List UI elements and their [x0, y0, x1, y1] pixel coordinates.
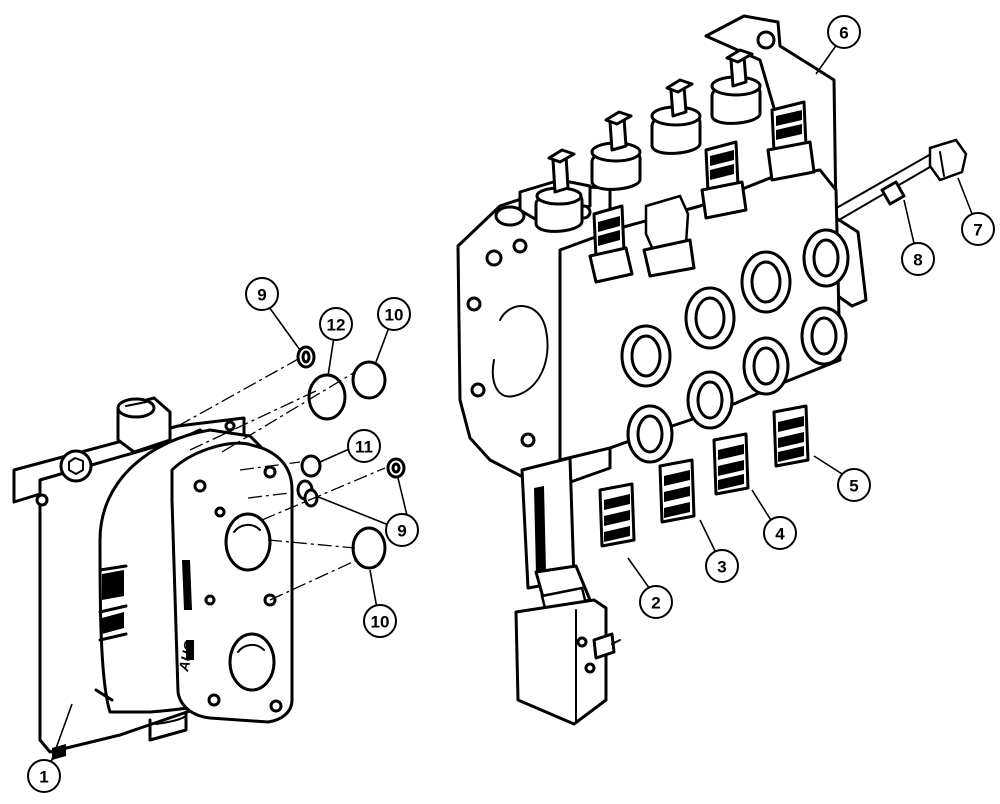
relief-fittings [588, 100, 816, 284]
o-ring-11 [300, 454, 322, 478]
callout-9-lower: 9 [385, 513, 419, 547]
callout-8: 8 [901, 242, 935, 276]
alignment-lines [177, 357, 386, 601]
o-ring-12 [307, 373, 347, 421]
callout-9-upper: 9 [245, 277, 279, 311]
callout-5: 5 [837, 468, 871, 502]
callout-3: 3 [705, 549, 739, 583]
callout-10-upper: 10 [377, 297, 411, 331]
svg-text:3: 3 [717, 558, 726, 577]
svg-text:9: 9 [257, 286, 266, 305]
port-cover-plate: AUG [170, 441, 294, 724]
svg-text:7: 7 [973, 221, 982, 240]
svg-text:12: 12 [327, 316, 346, 335]
callouts: 1 2 3 4 5 6 7 8 9 9 10 10 11 12 [27, 15, 995, 793]
callout-7: 7 [961, 212, 995, 246]
svg-text:5: 5 [849, 477, 858, 496]
svg-text:8: 8 [913, 251, 922, 270]
callout-12: 12 [319, 307, 353, 341]
svg-text:4: 4 [775, 525, 785, 544]
svg-text:6: 6 [839, 24, 848, 43]
svg-text:2: 2 [651, 594, 660, 613]
callout-6: 6 [827, 15, 861, 49]
callout-10-lower: 10 [363, 604, 397, 638]
control-valve-bank [456, 14, 968, 726]
svg-text:11: 11 [355, 438, 373, 457]
callout-1: 1 [27, 759, 61, 793]
o-ring-10-lower [351, 526, 387, 570]
callout-11: 11 [347, 429, 381, 463]
solenoid-assembly [514, 456, 621, 726]
spool-ends [598, 404, 810, 548]
callout-2: 2 [639, 585, 673, 619]
callout-4: 4 [763, 516, 797, 550]
svg-text:10: 10 [371, 613, 390, 632]
o-ring-10-upper [351, 360, 387, 400]
spool-caps [534, 48, 762, 233]
svg-text:10: 10 [385, 306, 404, 325]
svg-text:9: 9 [397, 522, 406, 541]
work-ports [620, 228, 850, 464]
svg-text:1: 1 [39, 768, 48, 787]
